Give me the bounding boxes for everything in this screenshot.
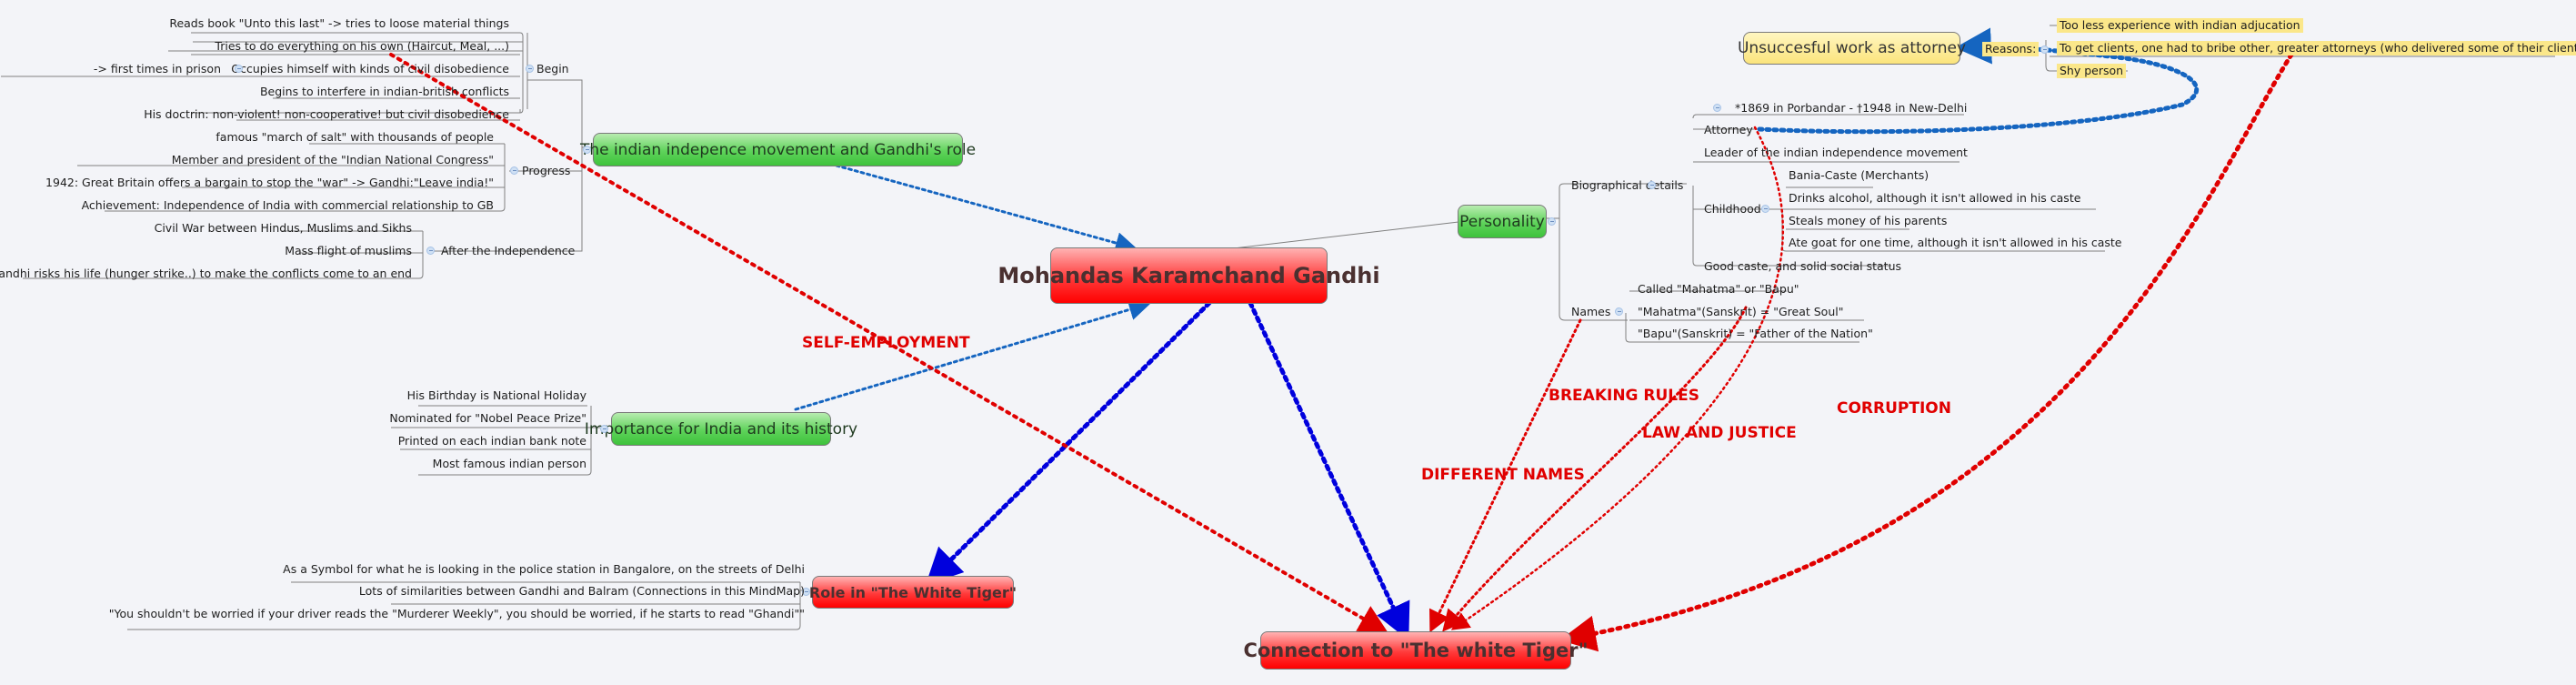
begin-item: Occupies himself with kinds of civil dis… [231,62,509,76]
bio-leader: Leader of the indian independence moveme… [1704,146,1968,159]
progress-item: Member and president of the "Indian Nati… [171,153,494,166]
childhood-item: Drinks alcohol, although it isn't allowe… [1789,191,2081,205]
topic-personality-node[interactable]: Personality [1458,205,1547,238]
collapse-toggle[interactable] [802,588,810,596]
topic-importance-node[interactable]: Importance for India and its history [585,412,857,446]
names-label: Names [1571,305,1611,318]
after-item: Mass flight of muslims [285,244,412,257]
begin-sub-item: -> first times in prison [93,62,221,76]
branch-bio-label: Biographical details [1571,178,1684,192]
reasons-label: Reasons: [1982,42,2040,56]
importance-item: Printed on each indian bank note [397,434,586,448]
topic-independence-node[interactable]: The indian indepence movement and Gandhi… [580,133,976,166]
relationship-label-law-and-justice[interactable]: LAW AND JUSTICE [1642,424,1797,442]
reason-item: Too less experience with indian adjucati… [2057,18,2303,33]
bio-status: Good caste, and solid social status [1704,259,1901,273]
collapse-toggle[interactable] [1615,307,1623,316]
collapse-toggle[interactable] [1648,181,1656,189]
collapse-toggle[interactable] [426,247,435,255]
role-item: "You shouldn't be worried if your driver… [108,607,805,620]
collapse-toggle[interactable] [1713,104,1721,112]
childhood-item: Bania-Caste (Merchants) [1789,168,1929,182]
childhood-label: Childhood [1704,202,1761,216]
relationship-label-self-employment[interactable]: SELF-EMPLOYMENT [802,334,970,352]
names-item: "Mahatma"(Sanskrit) = "Great Soul" [1638,305,1844,318]
branch-begin-label: Begin [536,62,569,76]
importance-item: Nominated for "Nobel Peace Prize" [389,411,586,425]
collapse-toggle[interactable] [526,65,534,73]
collapse-toggle[interactable] [510,166,518,175]
collapse-toggle[interactable] [600,425,608,433]
after-item: Civil War between Hindus, Muslims and Si… [154,221,412,235]
begin-item: Reads book "Unto this last" -> tries to … [169,16,509,30]
topic-role-node[interactable]: Role in "The White Tiger" [809,576,1017,609]
role-item: As a Symbol for what he is looking in th… [283,562,805,576]
branch-progress-label: Progress [522,164,571,177]
childhood-item: Steals money of his parents [1789,214,1948,227]
bio-attorney[interactable]: Attorney [1704,123,1753,136]
collapse-toggle[interactable] [2040,45,2049,54]
reason-item: Shy person [2057,64,2127,78]
names-item: Called "Mahatma" or "Bapu" [1638,282,1799,296]
collapse-toggle[interactable] [235,65,243,73]
begin-item: Begins to interfere in indian-british co… [259,85,509,98]
progress-item: famous "march of salt" with thousands of… [216,130,494,144]
unsuccessful-attorney-node[interactable]: Unsuccesful work as attorney [1738,32,1966,65]
importance-item: His Birthday is National Holiday [406,388,586,402]
childhood-item: Ate goat for one time, although it isn't… [1789,236,2122,249]
names-item: "Bapu"(Sanskrit) = "Father of the Nation… [1638,327,1873,340]
begin-item: His doctrin: non-violent! non-cooperativ… [144,107,509,121]
role-item: Lots of similarities between Gandhi and … [358,584,805,598]
bio-birth: *1869 in Porbandar - †1948 in New-Delhi [1735,101,1968,115]
relationship-label-breaking-rules[interactable]: BREAKING RULES [1549,387,1699,405]
branch-after-independence-label: After the Independence [441,244,576,257]
relationship-label-corruption[interactable]: CORRUPTION [1837,399,1951,418]
importance-item: Most famous indian person [432,457,586,470]
central-topic-node[interactable]: Mohandas Karamchand Gandhi [997,247,1380,304]
progress-item: Achievement: Independence of India with … [81,198,494,212]
relationship-label-different-names[interactable]: DIFFERENT NAMES [1421,466,1585,484]
collapse-toggle[interactable] [1548,217,1556,226]
reason-item: To get clients, one had to bribe other, … [2057,41,2576,55]
after-item: Gandhi risks his life (hunger strike..) … [0,267,412,280]
connection-node[interactable]: Connection to "The white Tiger" [1243,631,1589,670]
collapse-toggle[interactable] [583,146,591,154]
collapse-toggle[interactable] [1761,205,1769,213]
progress-item: 1942: Great Britain offers a bargain to … [45,176,494,189]
begin-item: Tries to do everything on his own (Hairc… [215,39,509,53]
